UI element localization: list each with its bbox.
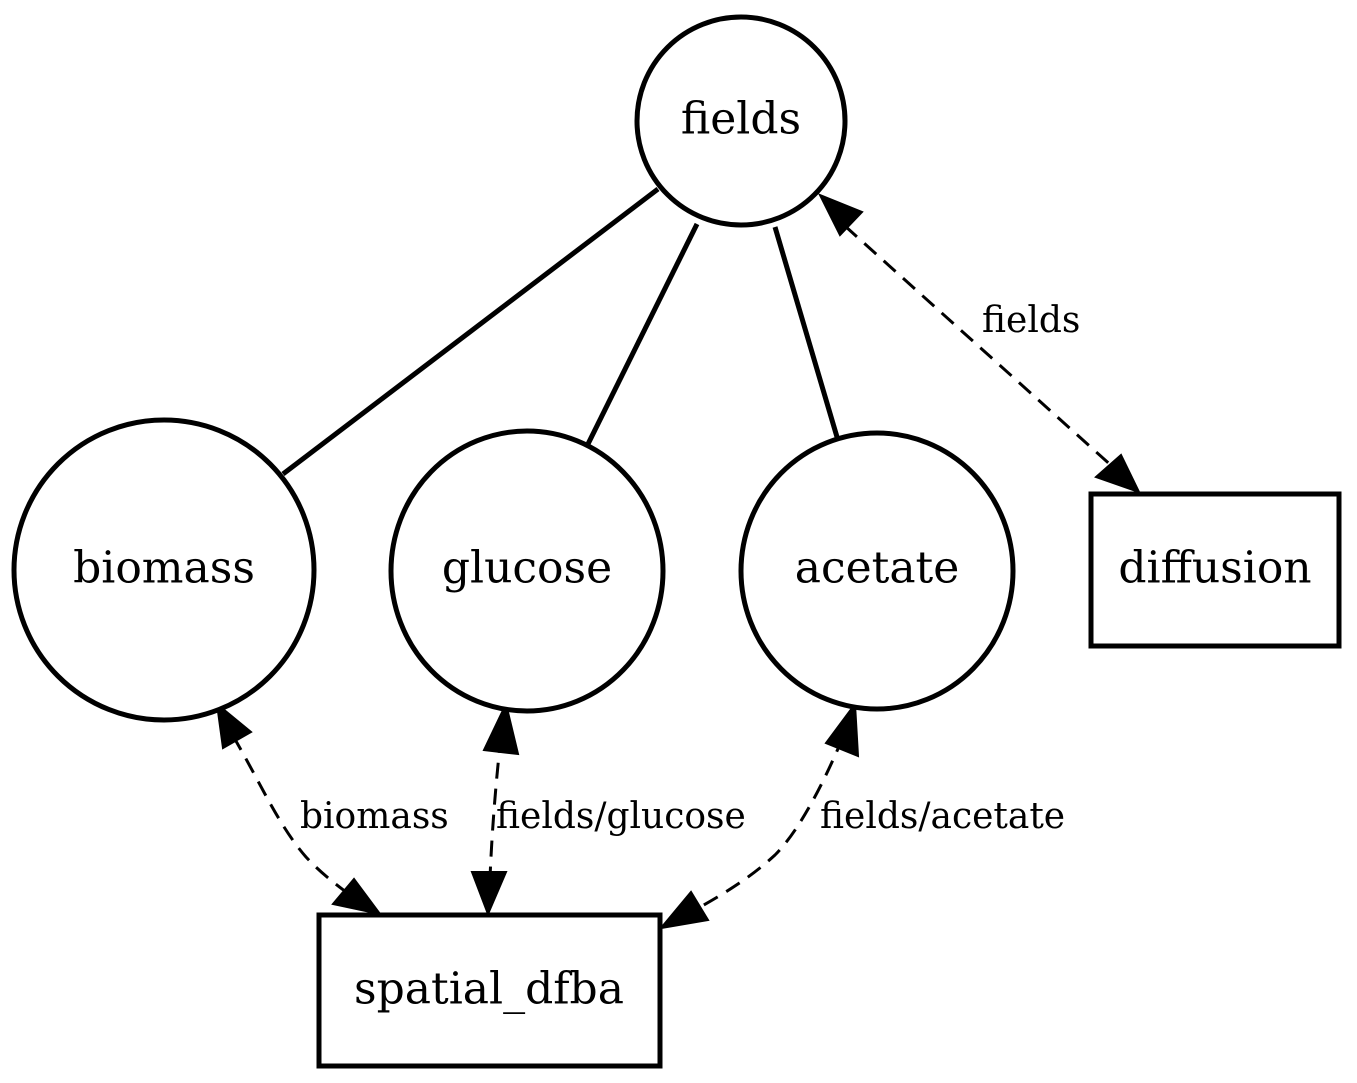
edge-label-acetate: fields/acetate: [820, 796, 1065, 837]
arrowhead-spatial-from-biomass: [331, 877, 383, 916]
node-label-fields: fields: [681, 94, 801, 145]
node-label-glucose: glucose: [442, 543, 612, 594]
edge-label-biomass: biomass: [300, 796, 449, 837]
node-label-biomass: biomass: [73, 543, 255, 594]
node-spatial-dfba: spatial_dfba: [316, 912, 663, 1069]
edge-fields-acetate: [772, 226, 840, 438]
node-acetate: acetate: [738, 430, 1016, 712]
arrowhead-biomass-end: [215, 701, 253, 750]
arrowhead-spatial-from-glucose: [470, 871, 508, 917]
arrowhead-glucose-end: [482, 701, 520, 756]
arrowhead-acetate-end: [824, 701, 860, 758]
edge-fields-diffusion: fields: [817, 193, 1141, 494]
edge-acetate-spatial-dfba: fields/acetate: [658, 701, 1065, 930]
edge-glucose-spatial-dfba: fields/glucose: [470, 701, 746, 917]
edge-fields-biomass: [281, 187, 660, 476]
node-diffusion: diffusion: [1088, 491, 1342, 649]
node-label-acetate: acetate: [795, 543, 960, 594]
arrowhead-diffusion-end: [1094, 453, 1141, 494]
node-label-spatial-dfba: spatial_dfba: [354, 964, 624, 1015]
edge-label-glucose: fields/glucose: [496, 796, 746, 837]
arrowhead-spatial-from-acetate: [658, 890, 710, 930]
edge-biomass-spatial-dfba: biomass: [215, 701, 449, 916]
edge-fields-glucose: [585, 222, 700, 446]
node-biomass: biomass: [11, 417, 317, 723]
arrowhead-fields-end: [817, 193, 864, 237]
node-fields: fields: [634, 14, 848, 228]
edge-label-fields-diffusion: fields: [982, 300, 1080, 341]
node-label-diffusion: diffusion: [1118, 543, 1311, 594]
node-glucose: glucose: [388, 428, 666, 714]
